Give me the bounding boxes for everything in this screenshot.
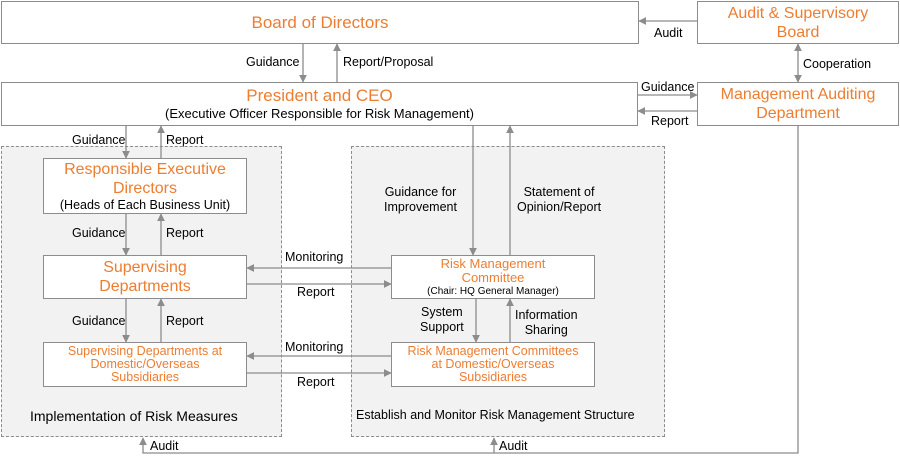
report-sup-label: Report	[166, 226, 204, 240]
ceo-box: President and CEO (Executive Officer Res…	[1, 82, 638, 126]
management-auditing-label: Management Auditing Department	[720, 86, 876, 122]
report-proposal-label: Report/Proposal	[343, 55, 434, 69]
board-of-directors-label: Board of Directors	[251, 12, 389, 32]
guidance-red-label: Guidance	[72, 133, 126, 147]
audit-supervisory-board-label: Audit & Supervisory Board	[727, 4, 869, 41]
supervising-departments-label: Supervising Departments	[99, 259, 191, 295]
responsible-exec-sub: (Heads of Each Business Unit)	[59, 197, 231, 212]
implementation-region-label: Implementation of Risk Measures	[30, 408, 238, 424]
report-mad-label: Report	[651, 114, 689, 128]
ceo-subtitle: (Executive Officer Responsible for Risk …	[165, 106, 474, 121]
rmc-box: Risk Management Committee (Chair: HQ Gen…	[391, 255, 595, 299]
guidance-board-label: Guidance	[246, 55, 300, 69]
supervising-departments-box: Supervising Departments	[43, 255, 247, 299]
structure-region-label: Establish and Monitor Risk Management St…	[356, 408, 635, 422]
report-2-label: Report	[297, 375, 335, 389]
guidance-sup-label: Guidance	[72, 226, 126, 240]
management-auditing-box: Management Auditing Department	[697, 82, 899, 126]
guidance-mad-label: Guidance	[641, 80, 695, 94]
monitoring-1-label: Monitoring	[285, 250, 344, 264]
board-of-directors-box: Board of Directors	[1, 1, 639, 44]
guidance-improve-label: Guidance for Improvement	[384, 185, 457, 214]
sub-supervising-box: Supervising Departments at Domestic/Over…	[43, 342, 247, 387]
sub-rmc-box: Risk Management Committees at Domestic/O…	[391, 342, 595, 387]
audit-supervisory-board-box: Audit & Supervisory Board	[697, 1, 899, 44]
audit-right-label: Audit	[499, 439, 528, 453]
system-support-label: System Support	[420, 305, 464, 334]
ceo-title: President and CEO	[246, 86, 393, 105]
report-red-label: Report	[166, 133, 204, 147]
guidance-sub-label: Guidance	[72, 314, 126, 328]
report-sub-label: Report	[166, 314, 204, 328]
audit-top-label: Audit	[654, 26, 683, 40]
audit-left-line	[139, 126, 799, 454]
report-1-label: Report	[297, 285, 335, 299]
sub-supervising-label: Supervising Departments at Domestic/Over…	[67, 344, 223, 384]
rmc-sub: (Chair: HQ General Manager)	[427, 285, 559, 297]
monitoring-2-label: Monitoring	[285, 340, 344, 354]
responsible-exec-box: Responsible Executive Directors (Heads o…	[43, 158, 247, 214]
audit-left-label: Audit	[150, 439, 179, 453]
responsible-exec-title: Responsible Executive Directors	[64, 160, 226, 197]
rmc-title: Risk Management Committee	[440, 255, 546, 285]
cooperation-label: Cooperation	[803, 57, 872, 71]
sub-rmc-label: Risk Management Committees at Domestic/O…	[407, 344, 579, 384]
statement-label: Statement of Opinion/Report	[517, 185, 602, 214]
info-sharing-label: Information Sharing	[515, 308, 578, 337]
